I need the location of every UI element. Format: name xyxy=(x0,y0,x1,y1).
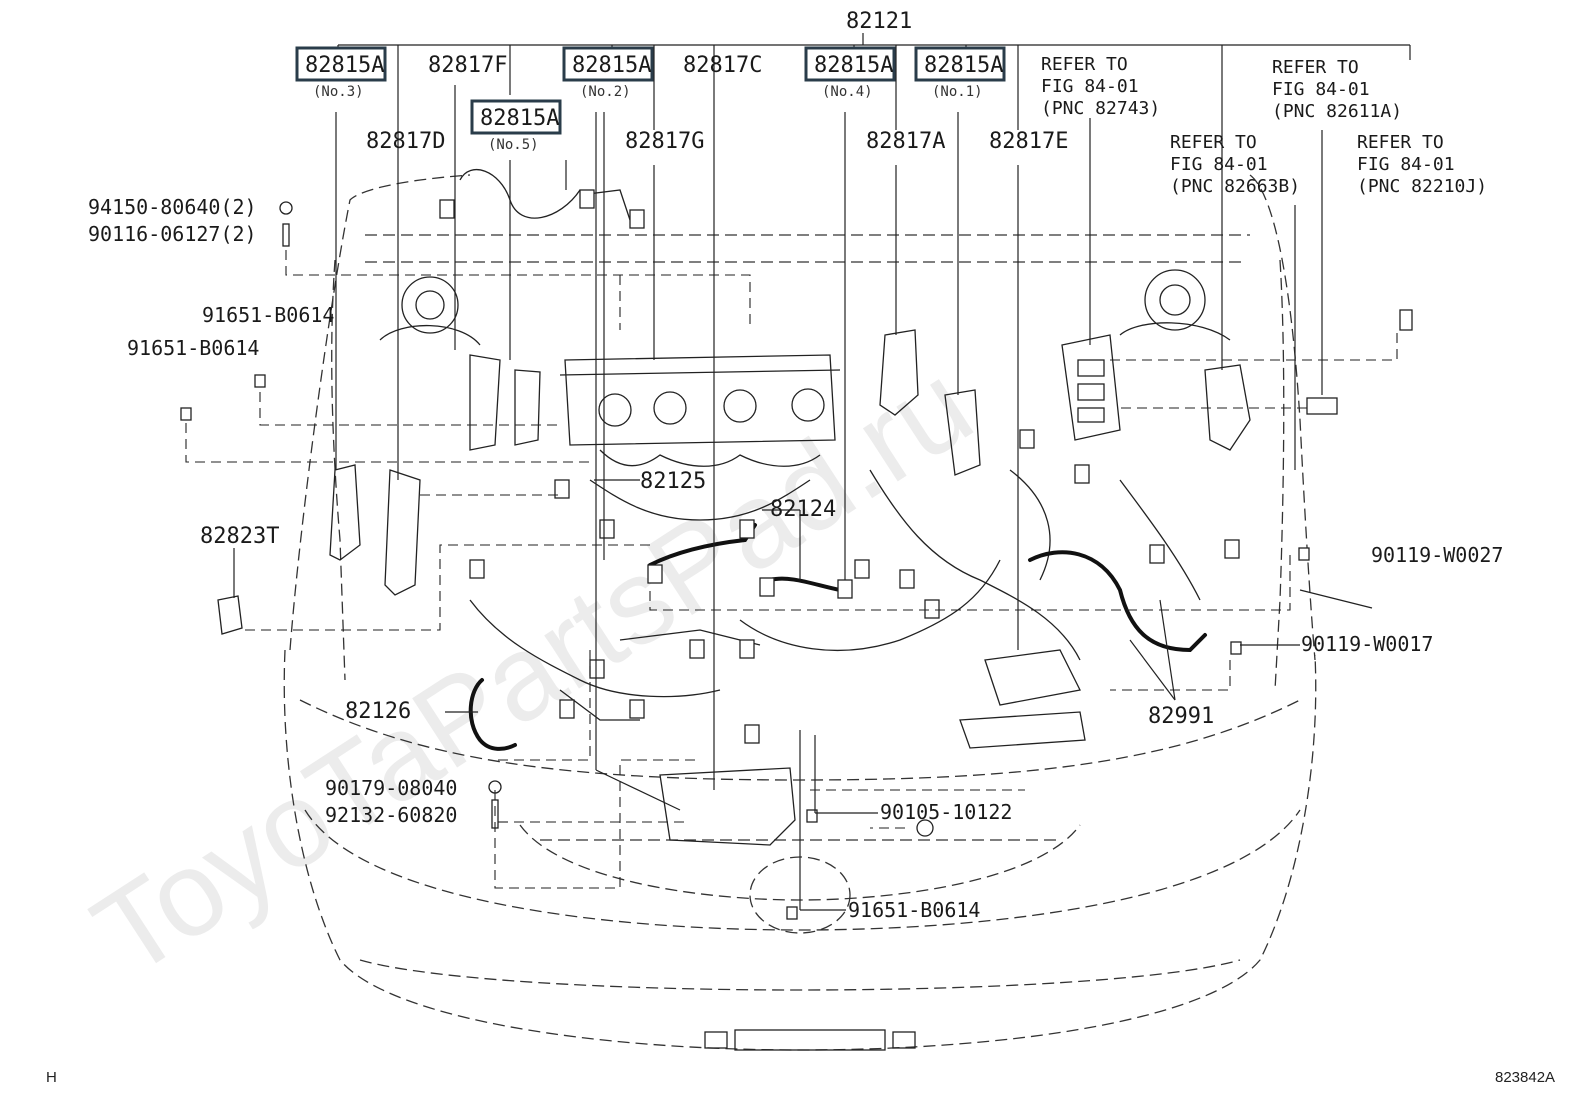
label-82817G: 82817G xyxy=(625,129,704,154)
ref-line-2: FIG 84-01 xyxy=(1272,79,1370,100)
ref-line-1: REFER TO xyxy=(1272,57,1359,78)
ref-note-82210J: REFER TO FIG 84-01 (PNC 82210J) xyxy=(1357,132,1487,197)
label-82817A: 82817A xyxy=(866,129,945,154)
ref-note-82663B: REFER TO FIG 84-01 (PNC 82663B) xyxy=(1170,132,1300,197)
callout-part: 82815A xyxy=(480,106,559,131)
callout-sub: (No.5) xyxy=(488,137,539,153)
label-82817F: 82817F xyxy=(428,53,507,78)
label-fastener-91651-b: 91651-B0614 xyxy=(127,336,259,360)
callout-part: 82815A xyxy=(572,53,651,78)
label-fastener-92132: 92132-60820 xyxy=(325,803,457,827)
ref-line-2: FIG 84-01 xyxy=(1041,76,1139,97)
ref-line-1: REFER TO xyxy=(1041,54,1128,75)
leader-lines xyxy=(185,33,1411,911)
label-fastener-94150: 94150-80640(2) xyxy=(88,195,257,219)
label-fastener-90179: 90179-08040 xyxy=(325,776,457,800)
callout-82815A-no1: 82815A (No.1) xyxy=(914,46,1006,100)
ref-note-82611A: REFER TO FIG 84-01 (PNC 82611A) xyxy=(1272,57,1402,122)
label-82126: 82126 xyxy=(345,699,411,724)
callout-sub: (No.2) xyxy=(580,84,631,100)
label-fastener-90119-w0017: 90119-W0017 xyxy=(1301,632,1433,656)
label-82817D: 82817D xyxy=(366,129,445,154)
label-fastener-91651-c: 91651-B0614 xyxy=(848,898,980,922)
diagram-code: 823842A xyxy=(1495,1069,1555,1086)
callout-82815A-no4: 82815A (No.4) xyxy=(804,46,896,100)
callout-part: 82815A xyxy=(305,53,384,78)
ref-line-1: REFER TO xyxy=(1357,132,1444,153)
ref-line-2: FIG 84-01 xyxy=(1357,154,1455,175)
ref-line-3: (PNC 82611A) xyxy=(1272,101,1402,122)
callout-sub: (No.3) xyxy=(313,84,364,100)
ref-note-82743: REFER TO FIG 84-01 (PNC 82743) xyxy=(1041,54,1160,119)
label-82817E: 82817E xyxy=(989,129,1068,154)
ref-line-3: (PNC 82743) xyxy=(1041,98,1160,119)
label-82991: 82991 xyxy=(1148,704,1214,729)
ref-line-3: (PNC 82663B) xyxy=(1170,176,1300,197)
ref-line-3: (PNC 82210J) xyxy=(1357,176,1487,197)
label-fastener-90119-w0027: 90119-W0027 xyxy=(1371,543,1503,567)
callout-82815A-no2: 82815A (No.2) xyxy=(562,46,654,100)
label-fastener-90116: 90116-06127(2) xyxy=(88,222,257,246)
label-82823T: 82823T xyxy=(200,524,279,549)
callout-sub: (No.4) xyxy=(822,84,873,100)
callout-sub: (No.1) xyxy=(932,84,983,100)
ref-line-1: REFER TO xyxy=(1170,132,1257,153)
label-82817C: 82817C xyxy=(683,53,762,78)
corner-letter: H xyxy=(46,1069,57,1086)
label-fastener-90105: 90105-10122 xyxy=(880,800,1012,824)
callout-82815A-no3: 82815A (No.3) xyxy=(295,46,387,100)
callout-part: 82815A xyxy=(924,53,1003,78)
ref-line-2: FIG 84-01 xyxy=(1170,154,1268,175)
callout-82815A-no5: 82815A (No.5) xyxy=(470,99,562,153)
label-82124: 82124 xyxy=(770,497,836,522)
label-82125: 82125 xyxy=(640,469,706,494)
part-labels: 82121 82815A (No.3) 82815A (No.2) 82815A… xyxy=(46,9,1555,1086)
callout-part: 82815A xyxy=(814,53,893,78)
label-82121: 82121 xyxy=(846,9,912,34)
label-fastener-91651-a: 91651-B0614 xyxy=(202,303,334,327)
